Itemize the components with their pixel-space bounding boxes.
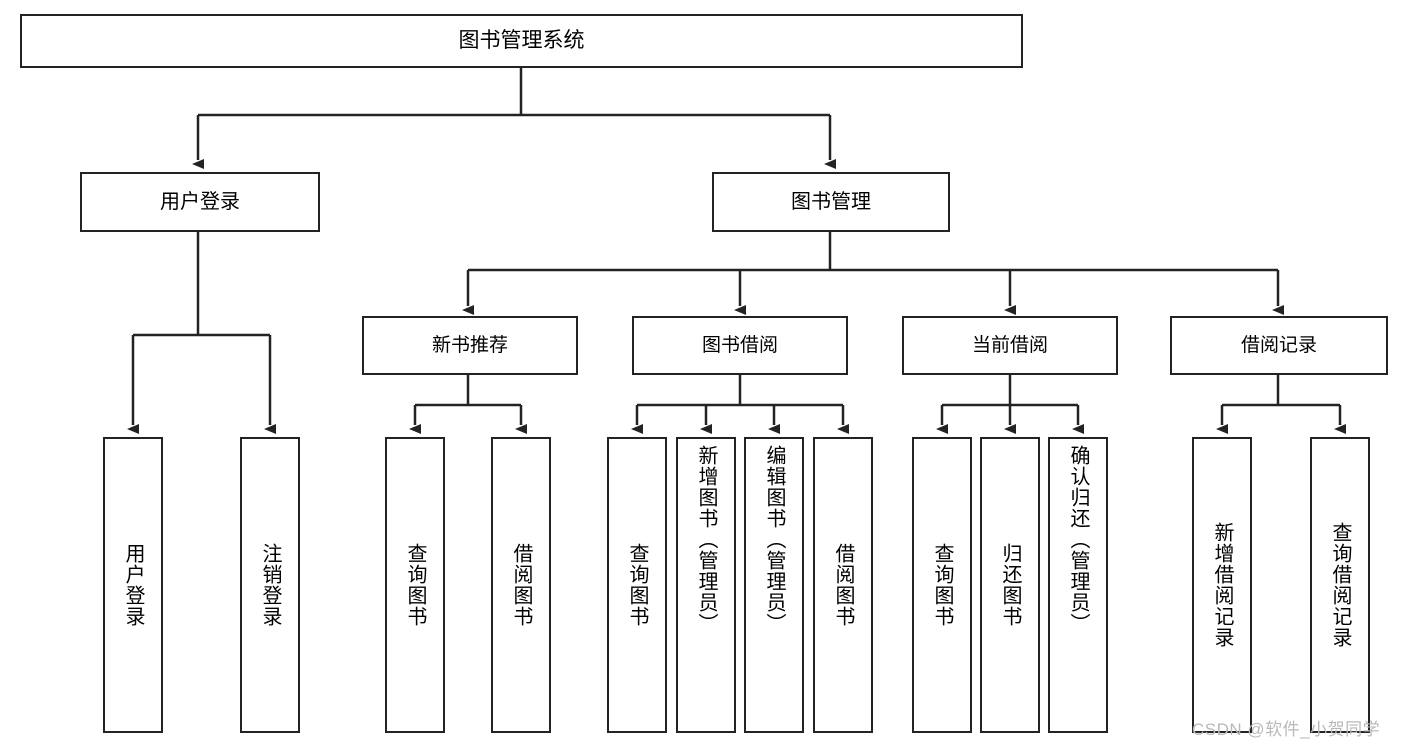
node-new-book-rec[interactable]: 新书推荐: [362, 316, 578, 375]
node-book-borrow-label: 图书借阅: [701, 334, 778, 356]
node-leaf-confirm-return-label: 确认归还（管理员）: [1067, 445, 1089, 634]
node-current-borrow[interactable]: 当前借阅: [902, 316, 1118, 375]
node-root-label: 图书管理系统: [458, 28, 585, 52]
node-leaf-query-book-3-label: 查询图书: [931, 543, 953, 627]
node-leaf-confirm-return[interactable]: 确认归还（管理员）: [1048, 437, 1108, 733]
node-leaf-user-login-label: 用户登录: [122, 543, 144, 627]
node-leaf-edit-book-label: 编辑图书（管理员）: [763, 445, 785, 634]
node-leaf-add-book-label: 新增图书（管理员）: [695, 445, 717, 634]
node-new-book-rec-label: 新书推荐: [431, 334, 508, 356]
node-book-manage-label: 图书管理: [791, 190, 871, 213]
csdn-watermark: CSDN @软件_小贺同学: [1192, 720, 1381, 739]
node-leaf-borrow-book-2-label: 借阅图书: [832, 543, 854, 627]
node-leaf-return-book-label: 归还图书: [999, 543, 1021, 627]
node-leaf-add-record[interactable]: 新增借阅记录: [1192, 437, 1252, 733]
node-user-login-label: 用户登录: [160, 190, 240, 213]
node-leaf-query-book-3[interactable]: 查询图书: [912, 437, 972, 733]
node-leaf-borrow-book-1-label: 借阅图书: [510, 543, 532, 627]
node-leaf-borrow-book-1[interactable]: 借阅图书: [491, 437, 551, 733]
node-leaf-query-record-label: 查询借阅记录: [1329, 522, 1351, 648]
node-book-manage[interactable]: 图书管理: [712, 172, 950, 232]
node-borrow-record-label: 借阅记录: [1240, 334, 1317, 356]
node-borrow-record[interactable]: 借阅记录: [1170, 316, 1388, 375]
node-user-login[interactable]: 用户登录: [80, 172, 320, 232]
node-leaf-edit-book[interactable]: 编辑图书（管理员）: [744, 437, 804, 733]
node-leaf-add-record-label: 新增借阅记录: [1211, 522, 1233, 648]
node-leaf-user-logout[interactable]: 注销登录: [240, 437, 300, 733]
node-leaf-add-book[interactable]: 新增图书（管理员）: [676, 437, 736, 733]
node-leaf-query-book-1-label: 查询图书: [404, 543, 426, 627]
node-book-borrow[interactable]: 图书借阅: [632, 316, 848, 375]
node-current-borrow-label: 当前借阅: [971, 334, 1048, 356]
node-root[interactable]: 图书管理系统: [20, 14, 1023, 68]
node-leaf-user-login[interactable]: 用户登录: [103, 437, 163, 733]
node-leaf-user-logout-label: 注销登录: [259, 543, 281, 627]
node-leaf-borrow-book-2[interactable]: 借阅图书: [813, 437, 873, 733]
node-leaf-return-book[interactable]: 归还图书: [980, 437, 1040, 733]
node-leaf-query-record[interactable]: 查询借阅记录: [1310, 437, 1370, 733]
node-leaf-query-book-2[interactable]: 查询图书: [607, 437, 667, 733]
node-leaf-query-book-1[interactable]: 查询图书: [385, 437, 445, 733]
node-leaf-query-book-2-label: 查询图书: [626, 543, 648, 627]
